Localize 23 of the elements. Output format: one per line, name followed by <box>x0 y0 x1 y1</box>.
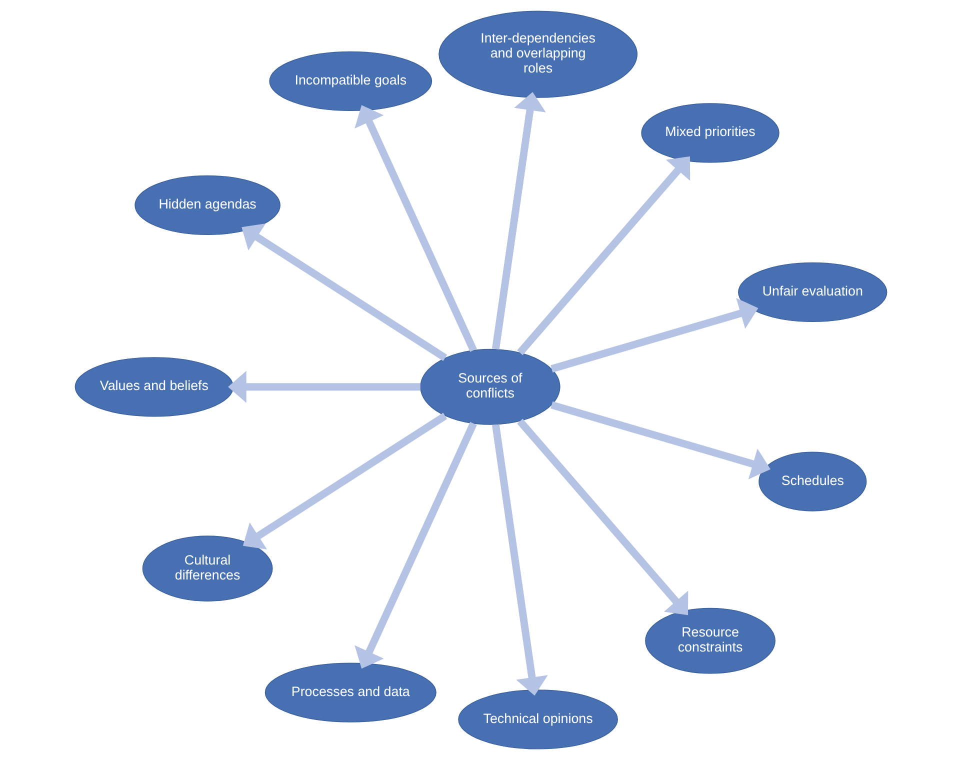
arrow <box>241 224 447 362</box>
arrow <box>516 156 690 356</box>
arrow <box>516 418 688 616</box>
node-ellipse: Inter-dependencies and overlapping roles <box>438 10 637 98</box>
node-ellipse: Sources of conflicts <box>420 348 560 425</box>
node-ellipse: Cultural differences <box>142 536 272 602</box>
arrow <box>491 424 548 696</box>
node-ellipse: Incompatible goals <box>268 51 432 112</box>
arrow <box>550 401 770 480</box>
arrow <box>354 422 476 669</box>
node-ellipse: Processes and data <box>264 662 436 722</box>
node-ellipse: Technical opinions <box>458 690 618 750</box>
node-ellipse: Schedules <box>758 452 866 512</box>
node-ellipse: Mixed priorities <box>640 103 779 163</box>
arrow <box>228 370 420 403</box>
arrow <box>354 105 476 352</box>
arrow <box>550 298 758 372</box>
node-ellipse: Values and beliefs <box>74 357 234 417</box>
node-ellipse: Resource constraints <box>644 608 775 674</box>
arrow <box>491 92 546 350</box>
node-ellipse: Hidden agendas <box>134 175 280 236</box>
node-ellipse: Unfair evaluation <box>738 262 887 322</box>
arrow <box>242 412 447 550</box>
